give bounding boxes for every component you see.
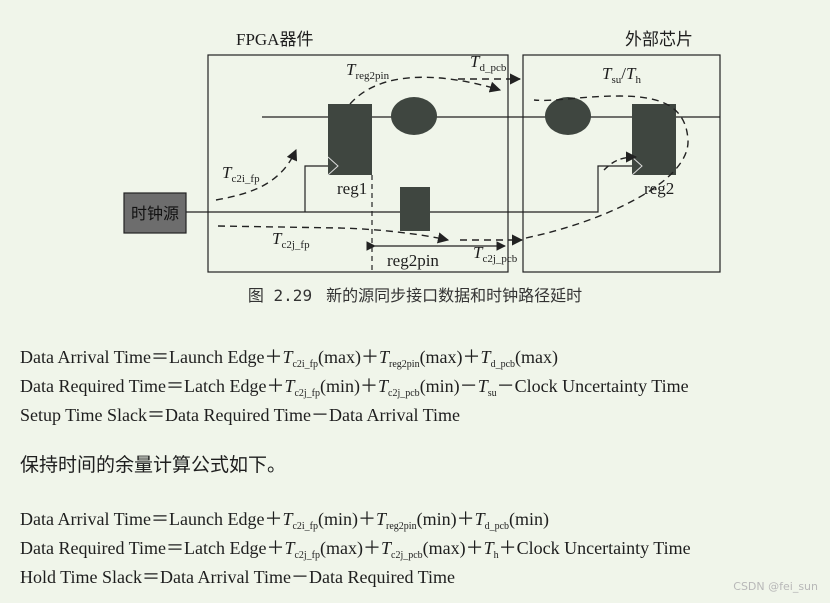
hold-required-formula: Data Required Time＝Latch Edge＋Tc2j_fp(ma… — [20, 538, 691, 561]
figure-number: 图 2.29 — [247, 286, 313, 305]
clock-source-box — [123, 192, 187, 234]
hold-arrival-formula: Data Arrival Time＝Launch Edge＋Tc2i_fp(mi… — [20, 509, 550, 532]
reg1-clock-pin — [327, 156, 339, 176]
chip-logic-delay — [545, 97, 591, 135]
reg2pin-label: reg2pin — [387, 251, 439, 270]
t-su-h-label: Tsu/Th — [602, 64, 641, 86]
t-c2j-fp-path — [217, 225, 450, 244]
hold-section-heading: 保持时间的余量计算公式如下。 — [20, 454, 287, 476]
reg1-label: reg1 — [337, 179, 367, 198]
reg2-label: reg2 — [644, 179, 674, 198]
clock-buffer-block — [400, 187, 430, 231]
setup-arrival-formula: Data Arrival Time＝Launch Edge＋Tc2i_fp(ma… — [20, 347, 558, 370]
t-c2j-fp-label: Tc2j_fp — [272, 229, 310, 251]
fpga-device-box — [207, 54, 509, 273]
watermark: CSDN @fei_sun — [733, 580, 818, 593]
figure-caption: 图 2.29 新的源同步接口数据和时钟路径延时 — [0, 282, 830, 306]
timing-path-diagram: FPGA器件 外部芯片 时钟源 reg1 reg2 reg2pin Treg2p… — [123, 30, 721, 273]
t-reg2pin-path — [349, 76, 502, 105]
clock-source-label: 时钟源 — [131, 204, 179, 223]
setup-slack-formula: Setup Time Slack＝Data Required Time－Data… — [20, 405, 460, 425]
external-chip-box — [522, 54, 721, 273]
reg2-clock-wire — [430, 165, 632, 213]
reg1-block — [328, 104, 372, 175]
reg1-clock-wire — [304, 165, 328, 212]
figure-caption-text: 新的源同步接口数据和时钟路径延时 — [326, 286, 583, 305]
t-su-h-arrow-path — [603, 151, 638, 171]
t-c2j-pcb-label: Tc2j_pcb — [473, 243, 518, 265]
reg2-block — [632, 104, 676, 175]
t-c2i-fp-label: Tc2i_fp — [222, 163, 260, 185]
t-c2i-fp-path — [215, 148, 298, 201]
setup-required-formula: Data Required Time＝Latch Edge＋Tc2j_fp(mi… — [20, 376, 689, 399]
external-chip-label: 外部芯片 — [625, 30, 693, 49]
fpga-device-label: FPGA器件 — [236, 30, 313, 49]
fpga-logic-delay — [391, 97, 437, 135]
t-reg2pin-label: Treg2pin — [346, 60, 390, 82]
t-d-pcb-label: Td_pcb — [470, 52, 507, 74]
t-su-h-path — [525, 95, 689, 239]
hold-slack-formula: Hold Time Slack＝Data Arrival Time－Data R… — [20, 567, 455, 587]
